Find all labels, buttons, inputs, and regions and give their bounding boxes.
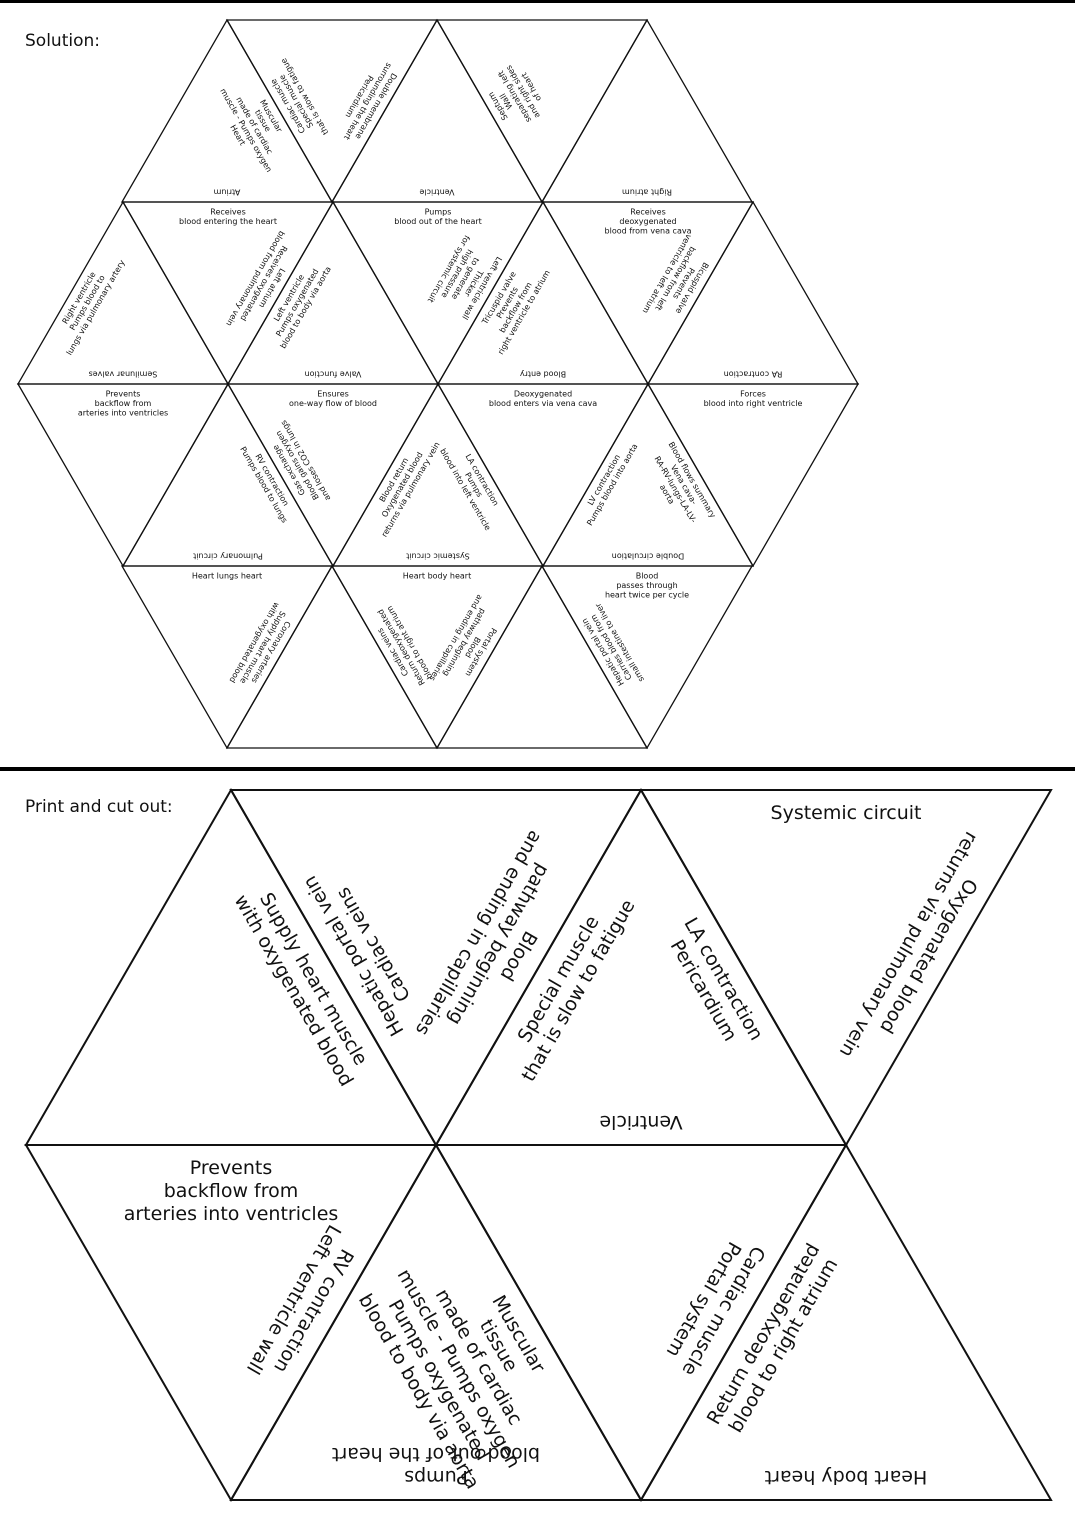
solution-tile-text: Pumps — [425, 207, 452, 216]
solution-tile-text: arteries into ventricles — [78, 409, 168, 418]
solution-tile-text: Ensures — [317, 389, 349, 398]
cutout-tile-text: Ventricle — [599, 1111, 682, 1133]
solution-tile-text: Valve function — [305, 370, 362, 379]
solution-tile-text: deoxygenated — [619, 217, 676, 226]
solution-tile-text: Prevents — [106, 389, 141, 398]
cutout-triangle-outline — [639, 1143, 1053, 1501]
solution-tile-text: Ventricle — [419, 188, 454, 197]
solution-tile-text: Blood entry — [520, 370, 567, 379]
solution-tile-text: blood into right ventricle — [704, 399, 803, 408]
cutout-tile-text: backflow from — [164, 1180, 299, 1202]
solution-tile-text: Semilunar valves — [89, 370, 158, 379]
solution-tile-text: blood entering the heart — [179, 217, 277, 226]
solution-tile-text: Receives — [630, 207, 666, 216]
cutout-tile-text: Prevents — [190, 1157, 273, 1179]
solution-tile-text: one-way flow of blood — [289, 399, 377, 408]
solution-tile-text: Atrium — [213, 188, 240, 197]
solution-tile-text: Heart lungs heart — [192, 571, 262, 580]
solution-tile-text: passes through — [616, 581, 677, 590]
cutout-triangle-outline — [639, 789, 1053, 1147]
solution-tile-text: backflow from — [95, 399, 152, 408]
solution-tile-text: Systemic circuit — [406, 552, 470, 561]
solution-tile-text: heart twice per cycle — [605, 591, 689, 600]
solution-tile-text: RA contraction — [724, 370, 783, 379]
solution-tile-text: Blood — [636, 571, 659, 580]
solution-tile-text: Pulmonary circuit — [193, 552, 263, 561]
solution-heading: Solution: — [25, 31, 100, 51]
cutout-tile-text: Pumps — [404, 1466, 468, 1488]
cutout-tile-text: Heart body heart — [765, 1466, 928, 1488]
solution-tile-text: blood out of the heart — [394, 217, 482, 226]
solution-triangle-outline — [540, 565, 754, 750]
solution-tile-text: Deoxygenated — [514, 389, 572, 398]
solution-tile-text: Heart body heart — [403, 571, 471, 580]
section-divider — [0, 767, 1075, 771]
solution-tile-text: Receives — [210, 207, 246, 216]
solution-tile-text: Right atrium — [622, 188, 672, 197]
top-rule — [0, 0, 1075, 3]
solution-tile-text: Forces — [740, 389, 766, 398]
cutout-tile-text: blood out of the heart — [332, 1443, 540, 1465]
solution-tile-text: blood enters via vena cava — [489, 399, 597, 408]
solution-tile-text: blood from vena cava — [605, 227, 692, 236]
cutout-heading: Print and cut out: — [25, 797, 173, 817]
solution-tile-text: Double circulation — [612, 552, 685, 561]
cutout-tile-text: returns via pulmonary vein — [835, 828, 982, 1061]
cutout-tile-text: arteries into ventricles — [124, 1203, 339, 1225]
cutout-tile-text: Systemic circuit — [771, 802, 922, 824]
solution-triangle-outline — [646, 383, 860, 568]
